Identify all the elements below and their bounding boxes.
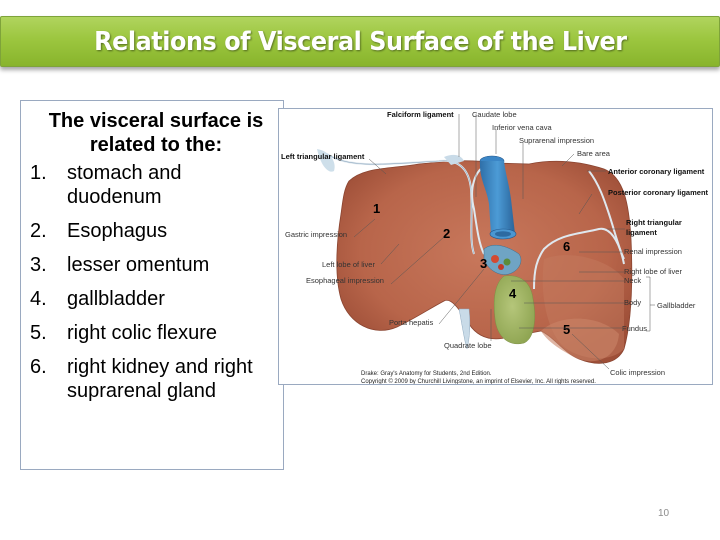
label-left-lobe-of-liver: Left lobe of liver: [322, 260, 375, 269]
slide-title: Relations of Visceral Surface of the Liv…: [93, 26, 627, 57]
list-number: 5.: [30, 322, 47, 344]
label-fundus: Fundus: [622, 324, 647, 333]
marker-3: 3: [480, 256, 487, 271]
list-text: stomach and duodenum: [67, 162, 182, 208]
label-porta-hepatis: Porta hepatis: [389, 318, 433, 327]
list-text: right colic flexure: [67, 322, 218, 344]
label-esophageal-impression: Esophageal impression: [306, 276, 384, 285]
list-number: 4.: [30, 288, 47, 310]
list-text: Esophagus: [67, 220, 168, 242]
relations-list: 1. stomach and duodenum 2. Esophagus 3. les…: [21, 161, 283, 403]
liver-figure: 1 2 3 4 5 6: [278, 108, 713, 385]
list-item: 5. right colic flexure: [21, 321, 283, 345]
label-gastric-impression: Gastric impression: [285, 230, 347, 239]
label-posterior-coronary-ligament: Posterior coronary ligament: [608, 188, 709, 197]
marker-5: 5: [563, 322, 570, 337]
text-heading: The visceral surface is related to the:: [48, 110, 264, 156]
label-left-triangular-ligament: Left triangular ligament: [281, 152, 365, 161]
list-number: 3.: [30, 254, 47, 276]
list-text: gallbladder: [67, 288, 165, 310]
list-number: 6.: [30, 356, 47, 378]
label-body: Body: [624, 298, 641, 307]
list-item: 3. lesser omentum: [21, 253, 283, 277]
figure-credit-line1: Drake: Gray's Anatomy for Students, 2nd …: [361, 371, 492, 377]
label-caudate-lobe: Caudate lobe: [472, 110, 517, 119]
list-number: 2.: [30, 220, 47, 242]
label-gallbladder: Gallbladder: [657, 301, 696, 310]
title-bar: Relations of Visceral Surface of the Liv…: [0, 16, 720, 67]
marker-4: 4: [509, 286, 517, 301]
label-bare-area: Bare area: [577, 149, 611, 158]
label-falciform-ligament: Falciform ligament: [387, 110, 454, 119]
marker-6: 6: [563, 239, 570, 254]
list-item: 4. gallbladder: [21, 287, 283, 311]
marker-1: 1: [373, 201, 380, 216]
label-right-triangular-ligament-2: ligament: [626, 228, 657, 237]
list-item: 2. Esophagus: [21, 219, 283, 243]
label-colic-impression: Colic impression: [610, 368, 665, 377]
label-quadrate-lobe: Quadrate lobe: [444, 341, 492, 350]
list-item: 6. right kidney and right suprarenal glan…: [21, 355, 283, 403]
label-renal-impression: Renal impression: [624, 247, 682, 256]
label-neck: Neck: [624, 276, 641, 285]
page-number: 10: [658, 508, 670, 519]
list-text: right kidney and right suprarenal gland: [67, 356, 253, 402]
label-suprarenal-impression: Suprarenal impression: [519, 136, 594, 145]
label-anterior-coronary-ligament: Anterior coronary ligament: [608, 167, 705, 176]
list-item: 1. stomach and duodenum: [21, 161, 283, 209]
figure-credit-line2: Copyright © 2009 by Churchill Livingston…: [361, 378, 596, 385]
label-right-triangular-ligament-1: Right triangular: [626, 218, 682, 227]
liver-diagram: 1 2 3 4 5 6: [281, 110, 709, 385]
label-right-lobe-of-liver: Right lobe of liver: [624, 267, 682, 276]
list-text: lesser omentum: [67, 254, 210, 276]
label-inferior-vena-cava: Inferior vena cava: [492, 123, 552, 132]
marker-2: 2: [443, 226, 450, 241]
text-box: The visceral surface is related to the: …: [20, 100, 284, 470]
list-number: 1.: [30, 162, 47, 184]
